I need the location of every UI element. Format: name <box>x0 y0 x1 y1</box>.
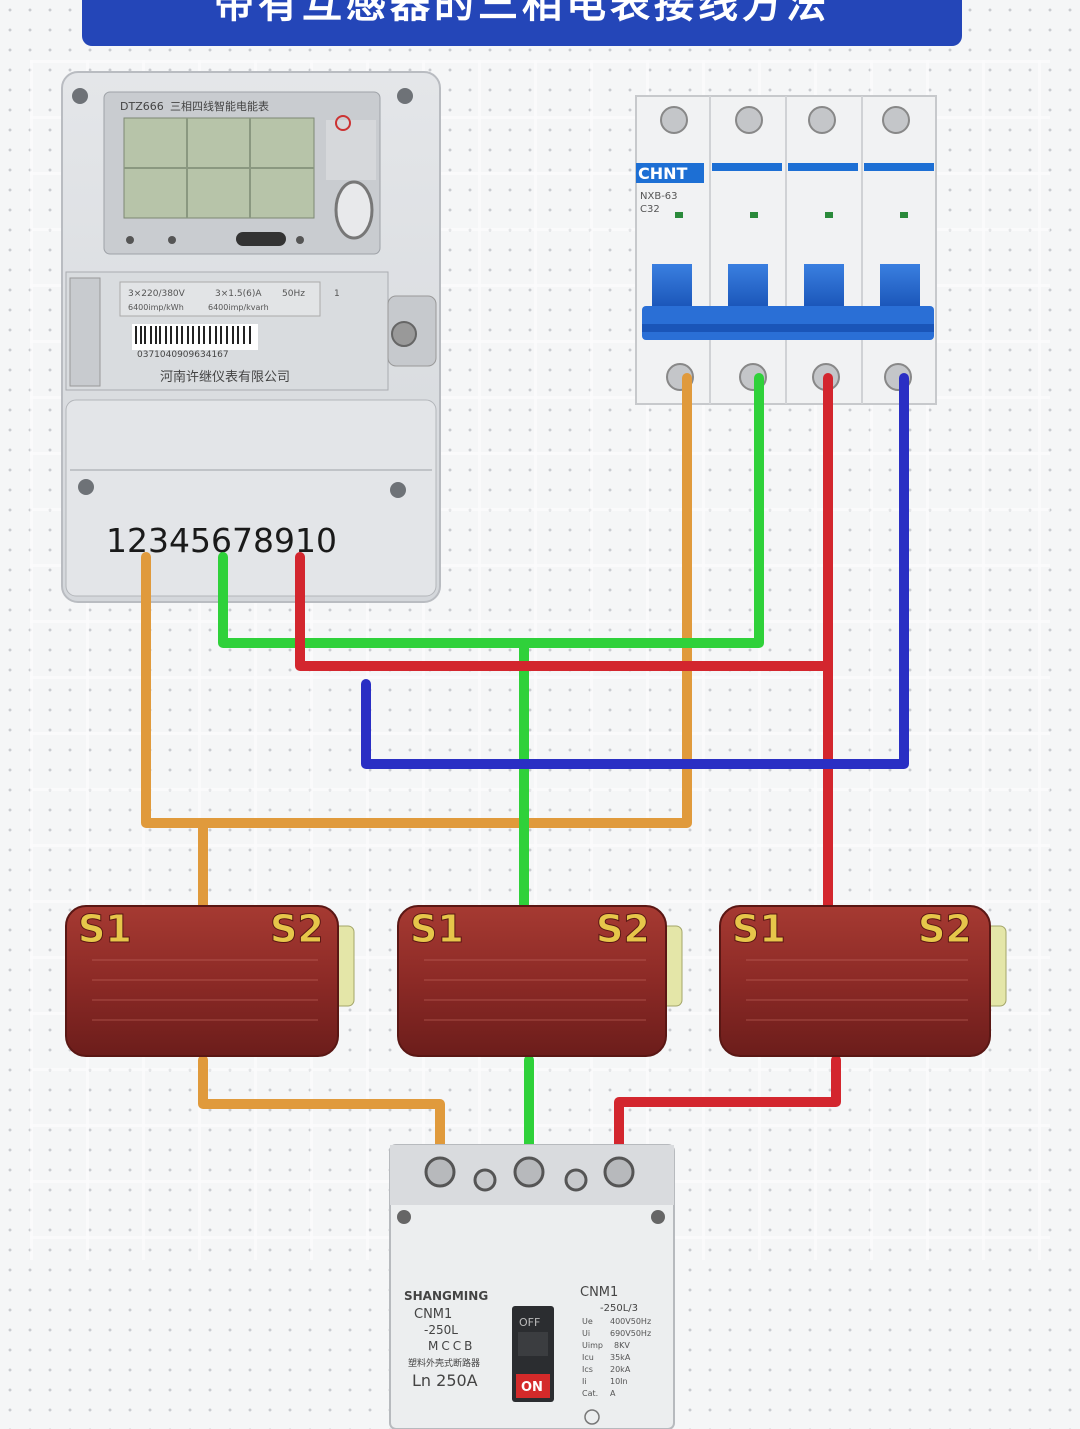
mccb-model-left-2: -250L <box>424 1323 458 1337</box>
ct2-s1-label: S1 <box>410 907 464 951</box>
mccb-model-left: CNM1 <box>414 1307 452 1322</box>
breaker-handle[interactable] <box>652 264 692 308</box>
certification-mark-icon <box>335 115 351 131</box>
screw-icon <box>78 479 94 495</box>
barcode <box>132 324 258 350</box>
barcode-number: 0371040909634167 <box>137 350 229 360</box>
terminal-screw-icon <box>735 106 763 134</box>
ct1-s2-label: S2 <box>270 907 324 951</box>
wire-green-meter-to-breaker <box>218 373 764 648</box>
mccb-spec-ue: 400V50Hz <box>610 1317 651 1326</box>
miniature-circuit-breaker: CHNT NXB-63 C32 <box>635 95 937 405</box>
meter-manufacturer: 河南许继仪表有限公司 <box>160 369 290 385</box>
nameplate-class: 1 <box>334 289 340 299</box>
seal-screw-icon <box>391 321 417 347</box>
mccb-on-label: ON <box>521 1380 543 1395</box>
screw-icon <box>651 1210 665 1224</box>
current-transformer-3: S1 S2 <box>719 905 1007 1057</box>
mccb-on-indicator <box>516 1374 550 1398</box>
mccb-spec-uimp: 8KV <box>614 1341 630 1350</box>
svg-text:Ii: Ii <box>582 1377 587 1386</box>
page-title: 带有互感器的三相电表接线方法 <box>82 0 962 46</box>
ct3-s1-label: S1 <box>732 907 786 951</box>
ct1-s1-label: S1 <box>78 907 132 951</box>
nameplate-frequency: 50Hz <box>282 289 305 299</box>
wire-red-meter <box>295 552 833 671</box>
mccb-spec-cat: A <box>610 1389 616 1398</box>
svg-text:Cat.: Cat. <box>582 1389 598 1398</box>
mccb-model-right-2: -250L/3 <box>600 1303 638 1314</box>
ct3-s2-label: S2 <box>918 907 972 951</box>
terminal-screw-icon <box>808 106 836 134</box>
nameplate-voltage: 3×220/380V <box>128 289 186 299</box>
handle-tie-bar[interactable] <box>642 306 934 340</box>
wire-blue-neutral <box>361 373 909 769</box>
mccb-spec-icu: 35kA <box>610 1353 631 1362</box>
mccb-terminal-icon <box>603 1156 635 1188</box>
wire-orange-ct1-to-mccb <box>198 1055 445 1175</box>
mccb-rating: Ln 250A <box>412 1371 478 1390</box>
molded-case-circuit-breaker: SHANGMING CNM1 -250L MCCB 塑料外壳式断路器 Ln 25… <box>389 1144 675 1429</box>
mccb-spec-ui: 690V50Hz <box>610 1329 651 1338</box>
nameplate-current: 3×1.5(6)A <box>215 289 262 299</box>
mccb-spec-ics: 20kA <box>610 1365 631 1374</box>
wire-orange-meter-to-breaker <box>141 373 692 828</box>
ct2-s2-label: S2 <box>596 907 650 951</box>
breaker-model: NXB-63 <box>640 191 678 202</box>
svg-text:Uimp: Uimp <box>582 1341 603 1350</box>
current-transformer-1: S1 S2 <box>65 905 355 1057</box>
ccc-mark-icon <box>584 1409 600 1425</box>
svg-text:Ui: Ui <box>582 1329 590 1338</box>
breaker-rating: C32 <box>640 204 660 215</box>
mccb-off-label: OFF <box>519 1316 540 1329</box>
svg-text:Ue: Ue <box>582 1317 593 1326</box>
screw-icon <box>390 482 406 498</box>
mccb-type: MCCB <box>428 1339 475 1353</box>
svg-text:Icu: Icu <box>582 1353 594 1362</box>
terminal-screw-icon <box>660 106 688 134</box>
svg-text:Ics: Ics <box>582 1365 593 1374</box>
screw-icon <box>397 1210 411 1224</box>
nameplate-imp-kwh: 6400imp/kWh <box>128 303 184 312</box>
mccb-terminal-icon <box>424 1156 456 1188</box>
screw-icon <box>72 88 88 104</box>
breaker-handle[interactable] <box>728 264 768 308</box>
meter-model-text: DTZ666 <box>120 100 164 113</box>
brand-strip <box>636 163 704 183</box>
mccb-spec-ii: 10In <box>610 1377 628 1386</box>
wire-red-ct3-to-mccb <box>614 1055 841 1175</box>
breaker-brand: CHNT <box>638 164 688 183</box>
mccb-name-cn: 塑料外壳式断路器 <box>408 1357 480 1369</box>
nameplate-imp-kvarh: 6400imp/kvarh <box>208 303 269 312</box>
mccb-model-right: CNM1 <box>580 1285 618 1300</box>
breaker-handle[interactable] <box>880 264 920 308</box>
infrared-port <box>236 232 286 246</box>
mccb-terminal-icon <box>513 1156 545 1188</box>
current-transformer-2: S1 S2 <box>397 905 683 1057</box>
meter-product-name: 三相四线智能电能表 <box>170 99 269 113</box>
meter-button[interactable] <box>334 180 374 240</box>
screw-icon <box>397 88 413 104</box>
terminal-screw-icon <box>882 106 910 134</box>
energy-meter: DTZ666 三相四线智能电能表 3×220/380V 3×1.5(6)A 50… <box>61 71 441 603</box>
mccb-brand: SHANGMING <box>404 1289 488 1303</box>
breaker-handle[interactable] <box>804 264 844 308</box>
wires <box>141 373 909 1175</box>
